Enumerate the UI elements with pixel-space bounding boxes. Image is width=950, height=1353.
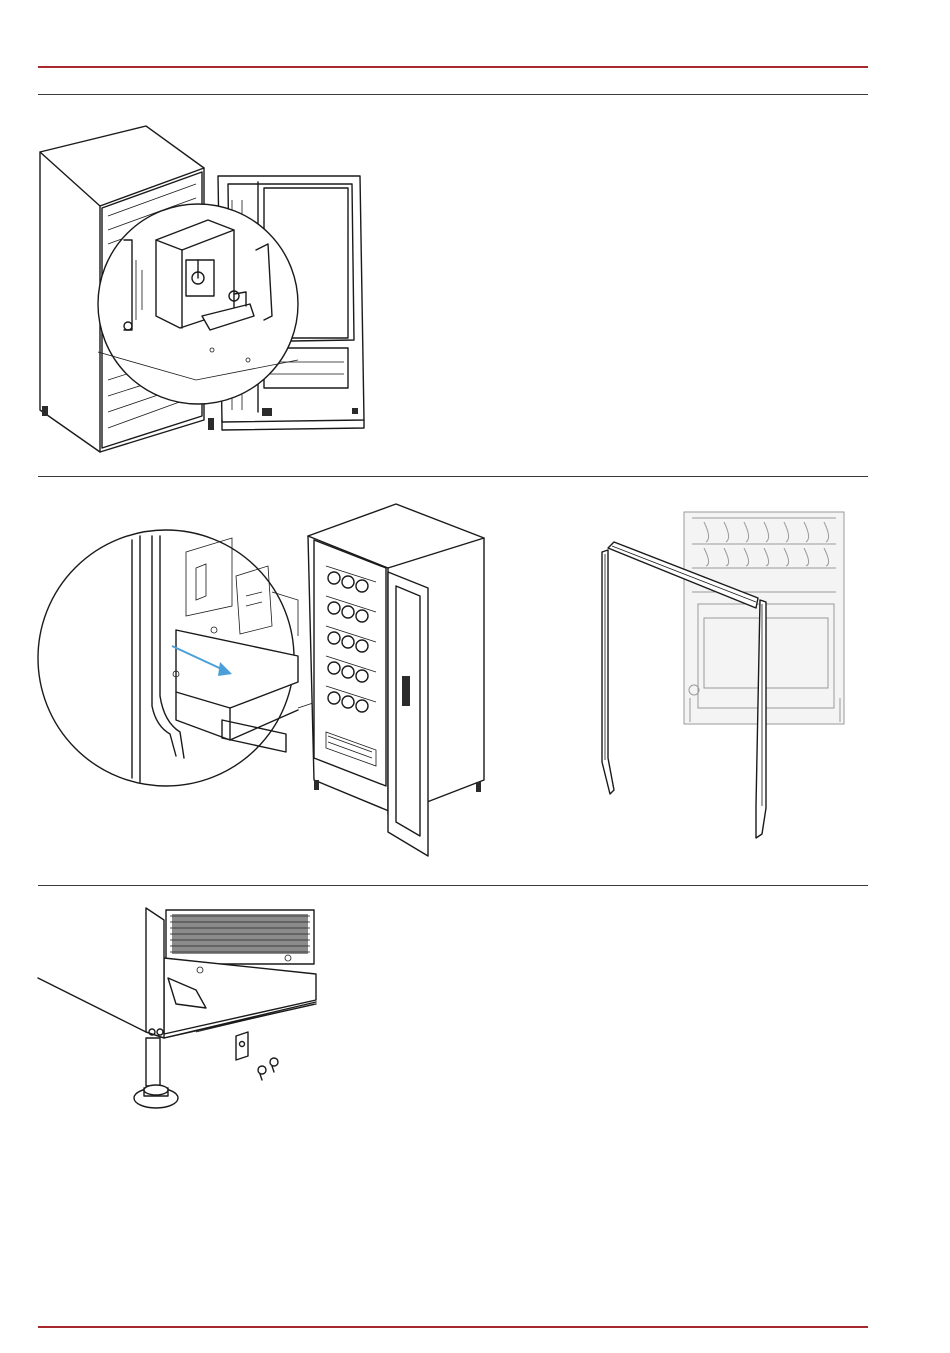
- footer-rule: [38, 1326, 868, 1328]
- section-divider-3: [38, 885, 868, 886]
- figure-cabinet-floor-arrow: [36, 496, 496, 866]
- section-divider-1: [38, 94, 868, 95]
- figure-door-trim-pieces: [594, 508, 854, 848]
- figure-cabinet-foot-bracket: [36, 904, 326, 1114]
- header-rule: [38, 66, 868, 68]
- figure-open-cabinet-bracket: [36, 120, 376, 460]
- section-divider-2: [38, 476, 868, 477]
